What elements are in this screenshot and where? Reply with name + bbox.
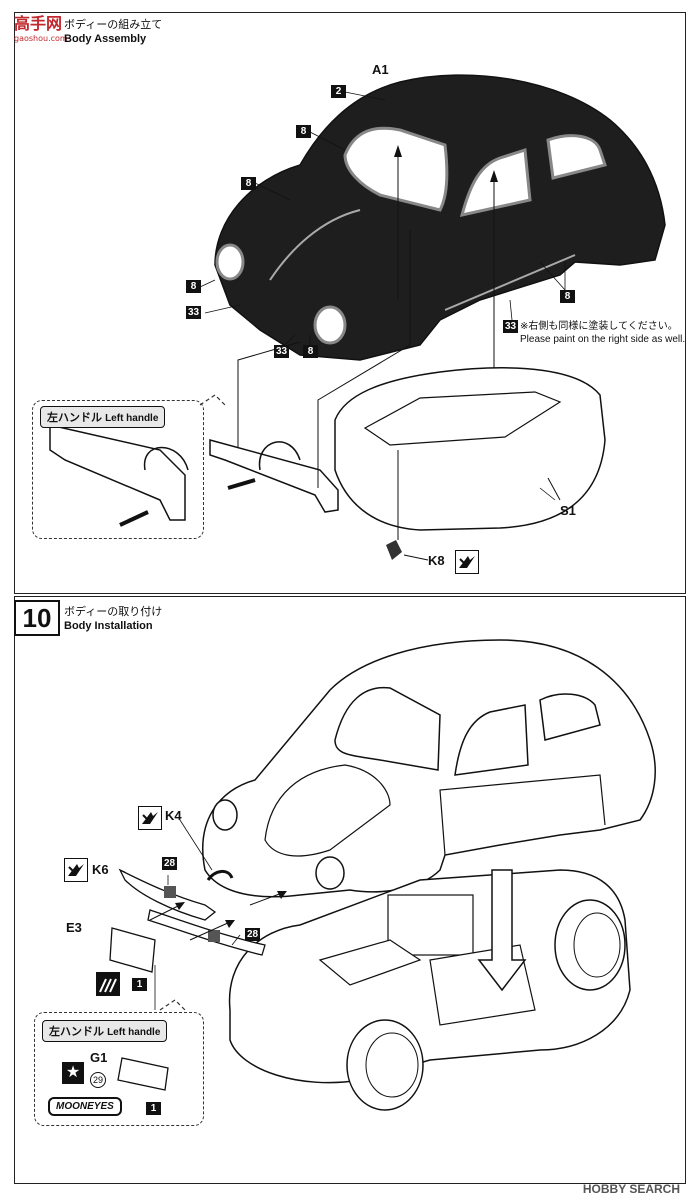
- paint-code-8-e: 8: [560, 290, 575, 303]
- step-9-header: ボディーの組み立て Body Assembly: [64, 18, 162, 46]
- right-side-paint-note: ※右側も同様に塗装してください。 Please paint on the rig…: [520, 320, 685, 346]
- glue-icon-k4: [138, 806, 162, 830]
- side-trim: [444, 254, 576, 311]
- front-wheel: [346, 1019, 424, 1111]
- part-label-e3: E3: [66, 920, 82, 935]
- rear-side-window: [546, 134, 607, 180]
- step-9-title-jp: ボディーの組み立て: [64, 18, 163, 31]
- paint-code-8-c: 8: [186, 280, 201, 293]
- part-label-a1: A1: [372, 62, 389, 77]
- part-label-g1: G1: [90, 1050, 108, 1065]
- part-label-s1: S1: [560, 503, 576, 518]
- part-label-k6: K6: [92, 862, 109, 877]
- left-handle-label-9: 左ハンドル Left handle: [40, 406, 166, 428]
- paint-code-8-a: 8: [296, 125, 311, 138]
- windshield-window: [343, 126, 449, 212]
- chassis-outline: [228, 869, 631, 1084]
- hood-trim: [269, 209, 361, 281]
- seat-cushion: [318, 939, 422, 986]
- paint-code-33-b: 33: [274, 345, 289, 358]
- part-k8-shape: [386, 540, 402, 560]
- install-arrow: [477, 869, 527, 992]
- paint-code-29: 29: [90, 1072, 106, 1088]
- door-window-outline: [454, 704, 529, 776]
- rear-window-outline: [539, 693, 601, 741]
- seat-back: [387, 894, 474, 956]
- paint-code-33-a: 33: [186, 306, 201, 319]
- paint-code-2: 2: [331, 85, 346, 98]
- step-9-illustration: [49, 74, 666, 561]
- step-10-number: 10: [14, 600, 60, 636]
- rear-wheel: [554, 899, 626, 991]
- step-9-frame: [14, 12, 686, 594]
- paint-code-33-c: 33: [503, 320, 518, 333]
- paint-code-28-a: 28: [162, 857, 177, 870]
- step-10-frame: [14, 596, 686, 1184]
- front-side-window: [459, 148, 532, 217]
- dashboard-part: [209, 439, 339, 513]
- license-plate-e3: [109, 927, 156, 973]
- part-label-k8: K8: [428, 553, 445, 568]
- left-handle-callout-10: [34, 1012, 204, 1126]
- hobbysearch-watermark: HOBBY SEARCH: [582, 1182, 680, 1196]
- left-headlight: [215, 243, 245, 281]
- glue-icon-k8: [455, 550, 479, 574]
- site-logo: 高手网 gaoshou.com: [14, 14, 68, 43]
- step-9-title-en: Body Assembly: [64, 33, 147, 45]
- star-icon: ★: [62, 1062, 84, 1084]
- paint-code-1-a: 1: [132, 978, 147, 991]
- paint-code-8-d: 8: [303, 345, 318, 358]
- door-panel: [429, 944, 536, 1026]
- left-handle-callout-9: [32, 400, 204, 539]
- hood-outline: [264, 764, 391, 857]
- left-handle-label-10: 左ハンドル Left handle: [42, 1020, 168, 1042]
- step-10-title-jp: ボディーの取り付け: [64, 605, 163, 618]
- paint-code-28-b: 28: [245, 928, 260, 941]
- step-10-header: ボディーの取り付け Body Installation: [64, 605, 162, 633]
- part-label-k4: K4: [165, 808, 182, 823]
- paint-code-1-b: 1: [146, 1102, 161, 1115]
- windshield-outline: [334, 686, 441, 771]
- note-en: Please paint on the right side as well.: [520, 334, 686, 345]
- glue-icon-k6: [64, 858, 88, 882]
- license-plate-g1: [117, 1057, 169, 1091]
- step-10-title-en: Body Installation: [64, 620, 153, 632]
- paint-code-8-b: 8: [241, 177, 256, 190]
- mooneyes-decal: MOONEYES: [48, 1097, 122, 1116]
- note-jp: ※右側も同様に塗装してください。: [520, 321, 678, 332]
- callout-dashboard-part: [49, 424, 186, 521]
- right-headlight: [313, 305, 347, 345]
- decal-icon-e3: [96, 972, 120, 996]
